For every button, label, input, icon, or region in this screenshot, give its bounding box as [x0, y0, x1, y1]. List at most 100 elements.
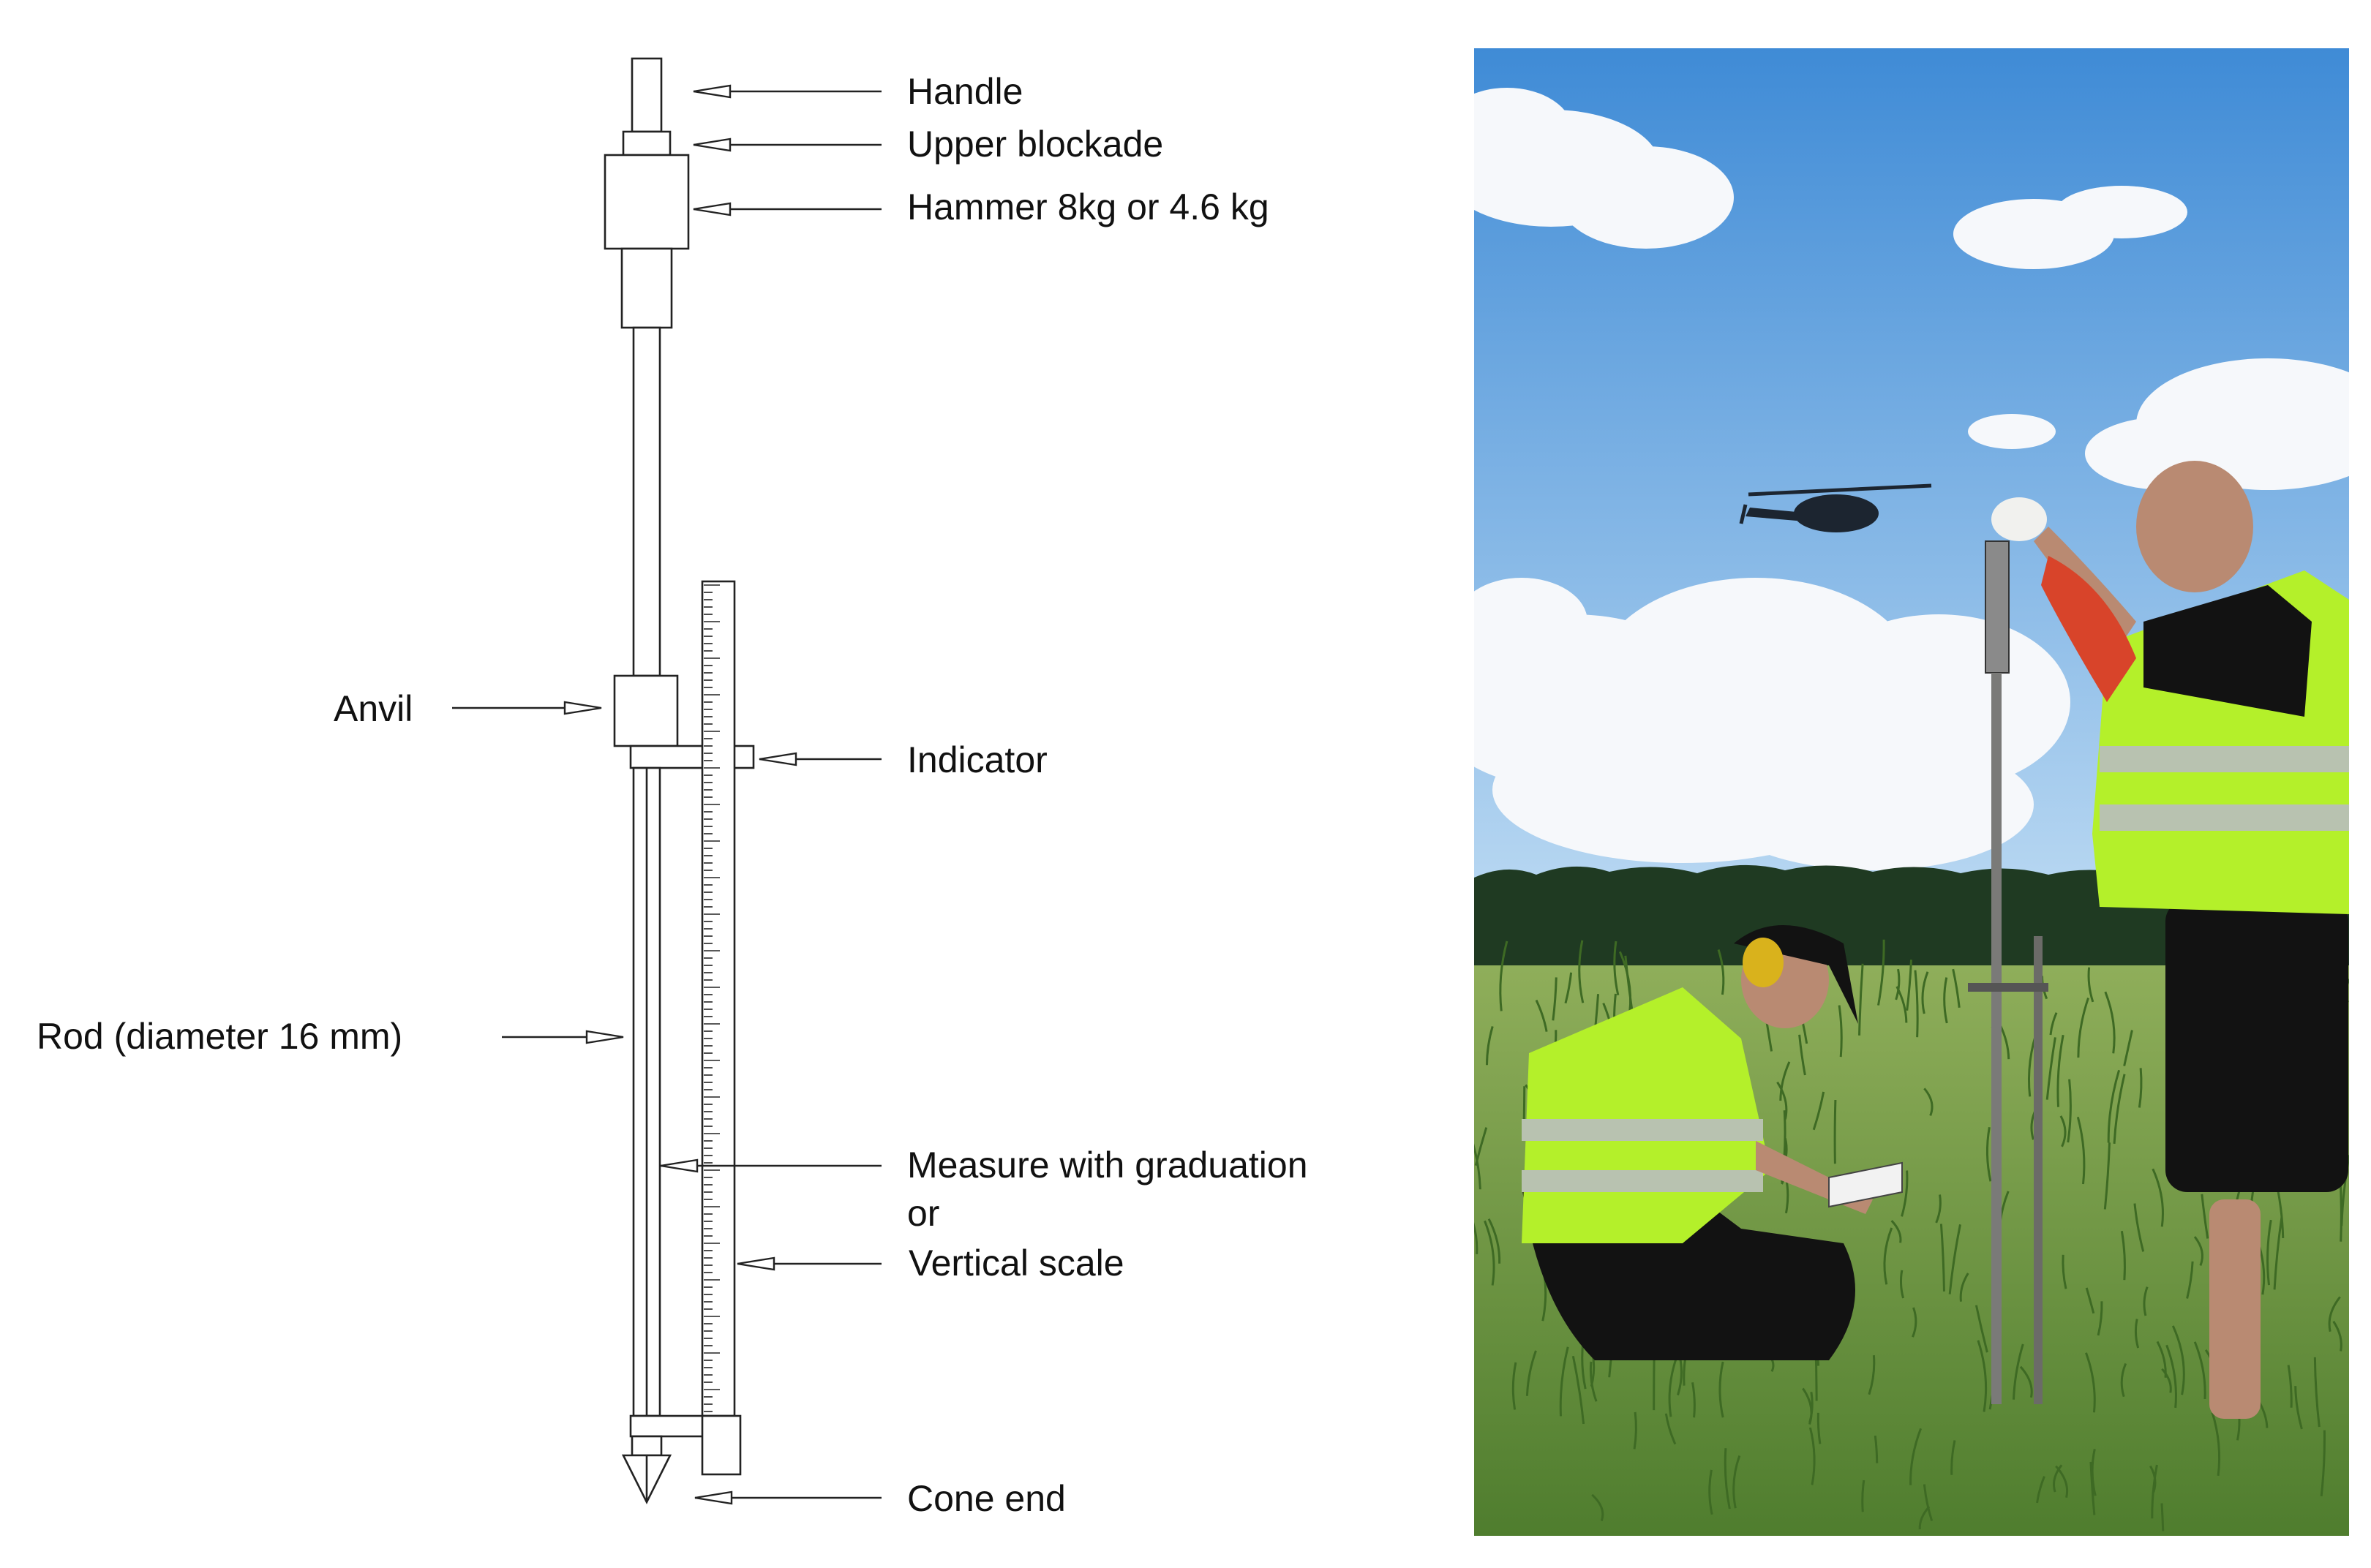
grass-blade — [2222, 1205, 2226, 1268]
grass-blade — [1808, 1392, 1814, 1423]
grass-blade — [2328, 1296, 2341, 1333]
grass-blade — [2149, 1465, 2157, 1493]
grass-blade — [2243, 1303, 2251, 1363]
hammer-guide-part — [620, 247, 673, 329]
grass-blade — [1952, 968, 1961, 1008]
grass-blade — [2087, 967, 2094, 1003]
grass-blade — [1999, 1023, 2010, 1060]
grass-blade — [1612, 993, 1617, 1047]
grass-blade — [1566, 1209, 1577, 1254]
grass-blade — [2059, 1115, 2067, 1147]
clouds — [1474, 88, 2349, 870]
grass-blade — [2303, 1091, 2310, 1159]
grass-blade — [1914, 970, 1919, 1038]
grass-blade — [1737, 1077, 1746, 1126]
scale-graduation — [704, 584, 720, 1412]
standing-worker — [1991, 461, 2349, 1419]
grass-blade — [1741, 1302, 1747, 1328]
grass-blade — [1779, 1061, 1791, 1101]
grass-blade — [1812, 1091, 1825, 1131]
grass-blade — [1525, 1350, 1537, 1396]
grass-blade — [1597, 1077, 1609, 1127]
grass-blade — [1998, 1191, 2010, 1233]
rod-arrow — [585, 1030, 624, 1044]
field-penetrometer — [1968, 540, 2048, 1404]
grass-blade — [1923, 1484, 1934, 1522]
tree-line — [1474, 864, 2349, 973]
grass-blade — [2320, 1430, 2326, 1497]
vertical-scale-arrow — [737, 1256, 775, 1271]
grass-blade — [1761, 994, 1773, 1052]
grass-blade — [2107, 1069, 2121, 1143]
grass-blade — [2240, 1201, 2253, 1228]
grass-blade — [2211, 1411, 2221, 1476]
grass-blade — [1959, 1273, 1969, 1302]
measure-label: Measure with graduation — [907, 1145, 1308, 1186]
grass-blade — [1718, 1361, 1724, 1418]
handle-part — [631, 57, 663, 133]
anvil-part — [613, 674, 679, 747]
grass-blade — [2329, 1112, 2337, 1139]
rod-label: Rod (diameter 16 mm) — [37, 1016, 402, 1057]
grass-blade — [1868, 1354, 1876, 1395]
grass-blade — [1950, 1440, 1956, 1475]
grass-blade — [1691, 1300, 1700, 1331]
grass-blade — [1726, 1033, 1732, 1062]
grass-blade — [1895, 986, 1908, 1023]
grass-blade — [1948, 1224, 1961, 1294]
grass-blade — [2143, 1286, 2149, 1316]
grass-blade — [2123, 1030, 2133, 1066]
vertical-scale-label: Vertical scale — [909, 1243, 1124, 1284]
grass-blade — [2120, 1362, 2127, 1398]
grass-blade — [2165, 1344, 2177, 1409]
grass-blade — [2220, 1231, 2233, 1281]
cone-end-label: Cone end — [907, 1478, 1066, 1519]
grass-blade — [2345, 979, 2349, 1003]
grass-blade — [2294, 1386, 2303, 1430]
grass-blade — [2313, 1357, 2321, 1428]
grass-blade — [1909, 1428, 1923, 1485]
grass-blade — [2113, 1074, 2126, 1144]
grass-blade — [1487, 1218, 1501, 1264]
grass-blade — [2085, 1287, 2095, 1314]
grass-blade — [1717, 1147, 1721, 1182]
grass-blade — [1485, 1026, 1494, 1066]
grass-blade — [2340, 1155, 2349, 1226]
grass-blade — [1637, 1310, 1645, 1346]
grass-blade — [1724, 1448, 1731, 1509]
grass-blade — [1901, 1170, 1909, 1217]
grass-blade — [1602, 1003, 1616, 1067]
grass-blade — [1683, 1330, 1693, 1386]
grass-blade — [1559, 1179, 1566, 1240]
hammer-label: Hammer 8kg or 4.6 kg — [907, 186, 1269, 227]
grass-blade — [2329, 970, 2342, 998]
grass-blade — [1474, 1222, 1478, 1254]
indicator-arrow — [759, 752, 797, 766]
grass-blade — [2077, 998, 2089, 1058]
grass-blade — [2315, 1004, 2329, 1052]
grass-blade — [2055, 1465, 2069, 1499]
grass-blade — [1555, 1044, 1566, 1068]
grass-blade — [2252, 1275, 2258, 1303]
grass-blade — [2290, 1003, 2301, 1044]
grass-blade — [1552, 977, 1558, 1021]
upper-rod — [632, 326, 661, 677]
grass-blade — [2156, 1341, 2167, 1378]
grass-blade — [1593, 1145, 1604, 1173]
grass-blade — [2019, 1365, 2033, 1398]
grass-blade — [1590, 994, 1600, 1060]
grass-blade — [2258, 1245, 2266, 1295]
grass-blade — [1674, 1073, 1680, 1117]
penetrometer-diagram: Handle Upper blockade Hammer 8kg or 4.6 … — [37, 57, 1308, 1519]
grass-blade — [1646, 1241, 1661, 1281]
upper-blockade-arrow — [693, 137, 732, 152]
grass-blade — [2085, 1352, 2096, 1413]
grass-blade — [1816, 1412, 1822, 1444]
grass-blade — [1906, 960, 1913, 1011]
grass-blade — [2091, 1449, 2097, 1496]
grass-blade — [1633, 1411, 1637, 1450]
scale-foot — [701, 1414, 742, 1476]
grass-blade — [1613, 941, 1620, 995]
grass-field — [1474, 965, 2349, 1536]
grass-blade — [1858, 963, 1864, 1036]
